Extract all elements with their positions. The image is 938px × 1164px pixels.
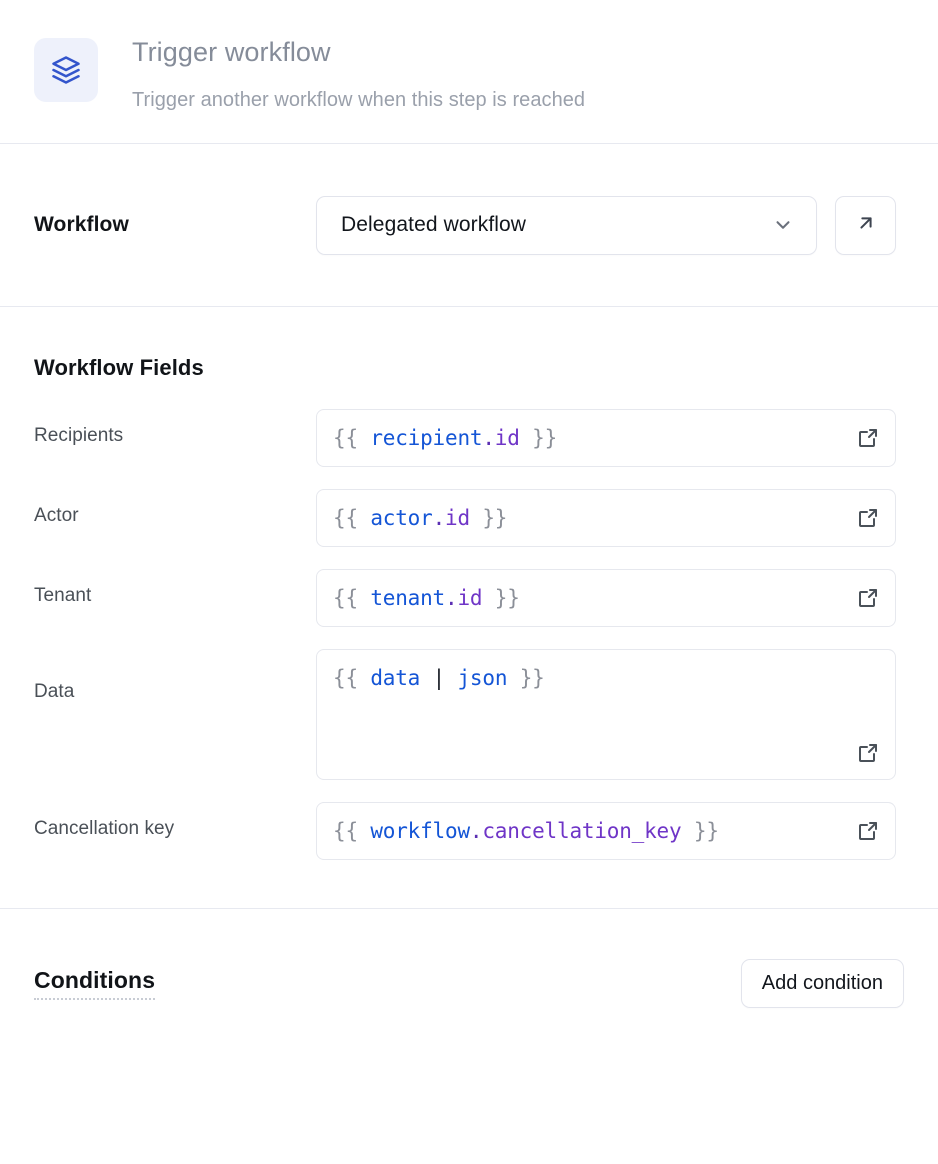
external-link-icon[interactable] (855, 818, 881, 844)
add-condition-button[interactable]: Add condition (740, 958, 904, 1008)
external-link-icon[interactable] (855, 585, 881, 611)
divider-header (0, 143, 938, 144)
template-value: {{ data | json }} (333, 666, 545, 690)
page-title: Trigger workflow (132, 37, 331, 67)
field-row: Data {{ data | json }} (34, 649, 904, 780)
workflow-label: Workflow (34, 213, 129, 236)
external-link-icon[interactable] (855, 505, 881, 531)
fields-list: Recipients {{ recipient.id }} Actor {{ acto… (34, 409, 904, 860)
template-input[interactable]: {{ recipient.id }} (316, 409, 896, 467)
template-input[interactable]: {{ actor.id }} (316, 489, 896, 547)
workflow-fields-section: Workflow Fields Recipients {{ recipient.i… (0, 307, 938, 860)
template-input[interactable]: {{ tenant.id }} (316, 569, 896, 627)
layers-icon (34, 38, 98, 102)
field-row: Recipients {{ recipient.id }} (34, 409, 904, 467)
template-input[interactable]: {{ data | json }} (316, 649, 896, 780)
template-value: {{ actor.id }} (333, 506, 508, 530)
header-text-group: Trigger workflow Trigger another workflo… (132, 32, 585, 114)
workflow-fields-heading: Workflow Fields (34, 355, 204, 380)
workflow-select[interactable]: Delegated workflow (316, 195, 817, 255)
field-label: Tenant (34, 585, 92, 606)
divider-workflow (0, 306, 938, 307)
conditions-section: Conditions Add condition (0, 909, 938, 1057)
template-value: {{ recipient.id }} (333, 426, 558, 450)
external-link-icon[interactable] (855, 425, 881, 451)
field-row: Tenant {{ tenant.id }} (34, 569, 904, 627)
conditions-title: Conditions (34, 967, 156, 1000)
chevron-down-icon (772, 214, 794, 236)
field-label: Recipients (34, 425, 124, 446)
field-label: Actor (34, 505, 79, 526)
field-row: Cancellation key {{ workflow.cancellation… (34, 802, 904, 860)
template-input[interactable]: {{ workflow.cancellation_key }} (316, 802, 896, 860)
field-label: Cancellation key (34, 818, 175, 839)
step-header: Trigger workflow Trigger another workflo… (0, 0, 938, 143)
open-workflow-button[interactable] (835, 195, 896, 255)
field-label: Data (34, 681, 75, 702)
template-value: {{ workflow.cancellation_key }} (333, 819, 719, 843)
field-row: Actor {{ actor.id }} (34, 489, 904, 547)
workflow-select-value: Delegated workflow (341, 213, 527, 236)
page-subtitle: Trigger another workflow when this step … (132, 89, 586, 111)
template-value: {{ tenant.id }} (333, 586, 520, 610)
workflow-section: Workflow Delegated workflow (0, 144, 938, 306)
divider-fields (0, 908, 938, 909)
arrow-up-right-icon (855, 212, 877, 239)
fields-spacer (0, 860, 938, 908)
external-link-icon[interactable] (855, 740, 881, 766)
